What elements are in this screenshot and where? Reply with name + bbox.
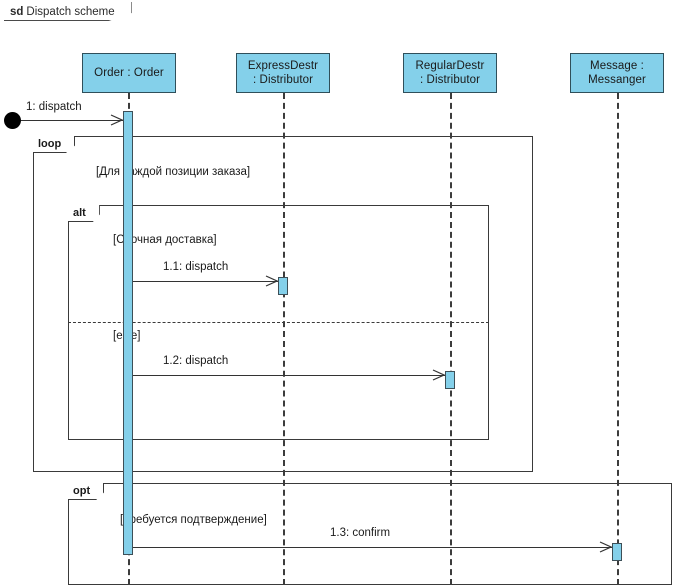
lifeline-label-messenger-line1: Message :	[590, 60, 644, 72]
message-arrowhead-1-dispatch	[109, 113, 123, 127]
lifeline-stem-message-messanger	[617, 93, 619, 585]
fragment-loop-guard: [Для каждой позиции заказа]	[96, 166, 251, 178]
fragment-alt-guard-urgent: [Срочная доставка]	[113, 234, 217, 246]
lifeline-label-order-line1: Order : Order	[94, 67, 164, 79]
activation-bar-message-messanger[interactable]	[612, 543, 622, 561]
lifeline-head-order[interactable]: Order : Order	[82, 53, 176, 93]
message-arrowhead-12-dispatch	[431, 368, 445, 382]
lifeline-stem-regular-distributor	[450, 93, 452, 585]
fragment-alt-divider	[68, 322, 489, 323]
found-message-start-dot	[4, 112, 21, 129]
message-line-1-dispatch[interactable]	[21, 120, 123, 121]
lifeline-stem-express-distributor	[283, 93, 285, 585]
message-label-1-dispatch: 1: dispatch	[26, 101, 82, 113]
lifeline-head-message-messanger[interactable]: Message : Messanger	[570, 53, 664, 93]
activation-bar-order[interactable]	[123, 111, 133, 555]
lifeline-label-regular-line2: : Distributor	[419, 74, 481, 86]
message-label-13-confirm: 1.3: confirm	[330, 527, 391, 539]
lifeline-label-regular-line1: RegularDestr	[415, 60, 485, 72]
fragment-opt-guard: [Требуется подтверждение]	[120, 514, 267, 526]
lifeline-head-regular-distributor[interactable]: RegularDestr : Distributor	[403, 53, 497, 93]
frame-title: Dispatch scheme	[26, 6, 115, 18]
activation-bar-express-distributor[interactable]	[278, 277, 288, 295]
fragment-alt-label: alt	[68, 205, 100, 222]
message-arrowhead-11-dispatch	[264, 274, 278, 288]
message-line-13-confirm[interactable]	[133, 547, 612, 548]
message-label-12-dispatch: 1.2: dispatch	[163, 355, 229, 367]
message-line-12-dispatch[interactable]	[133, 375, 445, 376]
lifeline-label-messenger-line2: Messanger	[588, 74, 646, 86]
lifeline-label-express-line2: : Distributor	[252, 74, 314, 86]
frame-keyword: sd	[10, 6, 24, 18]
fragment-opt-label: opt	[68, 483, 105, 500]
message-line-11-dispatch[interactable]	[133, 281, 278, 282]
message-label-11-dispatch: 1.1: dispatch	[163, 261, 229, 273]
activation-bar-regular-distributor[interactable]	[445, 371, 455, 389]
lifeline-head-express-distributor[interactable]: ExpressDestr : Distributor	[236, 53, 330, 93]
fragment-loop[interactable]	[33, 136, 533, 472]
fragment-loop-label: loop	[33, 136, 76, 153]
lifeline-label-express-line1: ExpressDestr	[247, 60, 319, 72]
message-arrowhead-13-confirm	[598, 540, 612, 554]
